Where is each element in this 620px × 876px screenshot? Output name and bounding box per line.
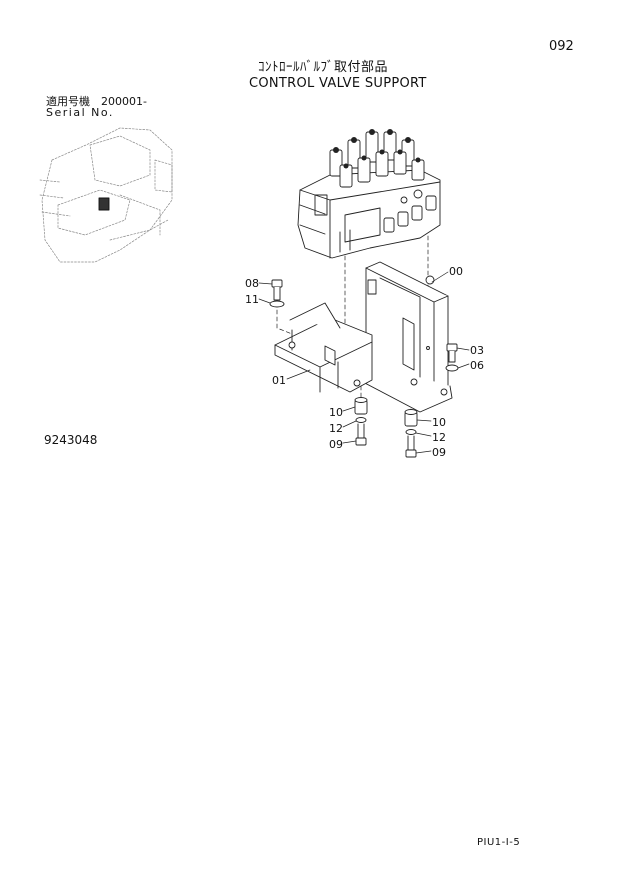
callout-12-right: 12 <box>432 431 446 444</box>
callout-12-left: 12 <box>329 422 343 435</box>
callout-09-left: 09 <box>329 438 343 451</box>
callout-11: 11 <box>245 293 259 306</box>
washer-11 <box>269 300 285 308</box>
callout-10-right: 10 <box>432 416 446 429</box>
serial-range-label: 適用号機 200001- <box>46 95 147 108</box>
support-part-01 <box>274 302 373 393</box>
bolt-08 <box>271 279 283 301</box>
page-number: 092 <box>549 39 574 54</box>
footer-code: PIU1-I-5 <box>477 837 521 848</box>
machine-location-thumbnail <box>39 127 173 263</box>
leader-lines <box>258 271 470 454</box>
washer-12-right <box>405 429 417 435</box>
callout-08: 08 <box>245 277 259 290</box>
bolt-09-right <box>405 435 417 458</box>
washer-06 <box>445 364 459 372</box>
washer-12-left <box>355 417 367 423</box>
page-title-japanese: ｺﾝﾄﾛｰﾙﾊﾞﾙﾌﾞ取付部品 <box>258 60 389 75</box>
page-title: CONTROL VALVE SUPPORT <box>249 76 427 91</box>
callout-06: 06 <box>470 359 484 372</box>
spacer-10-left <box>354 397 368 415</box>
drawing-number: 9243048 <box>44 433 98 447</box>
bolt-03 <box>446 343 458 363</box>
control-valve-assembly <box>297 129 441 259</box>
callout-03: 03 <box>470 344 484 357</box>
serial-number-label: Serial No. <box>46 106 114 119</box>
valve-location-marker <box>98 197 110 211</box>
callout-10-left: 10 <box>329 406 343 419</box>
callout-00: 00 <box>449 265 463 278</box>
callout-01: 01 <box>272 374 286 387</box>
bolt-09-left <box>355 423 367 446</box>
callout-09-right: 09 <box>432 446 446 459</box>
spacer-10-right <box>404 409 418 427</box>
